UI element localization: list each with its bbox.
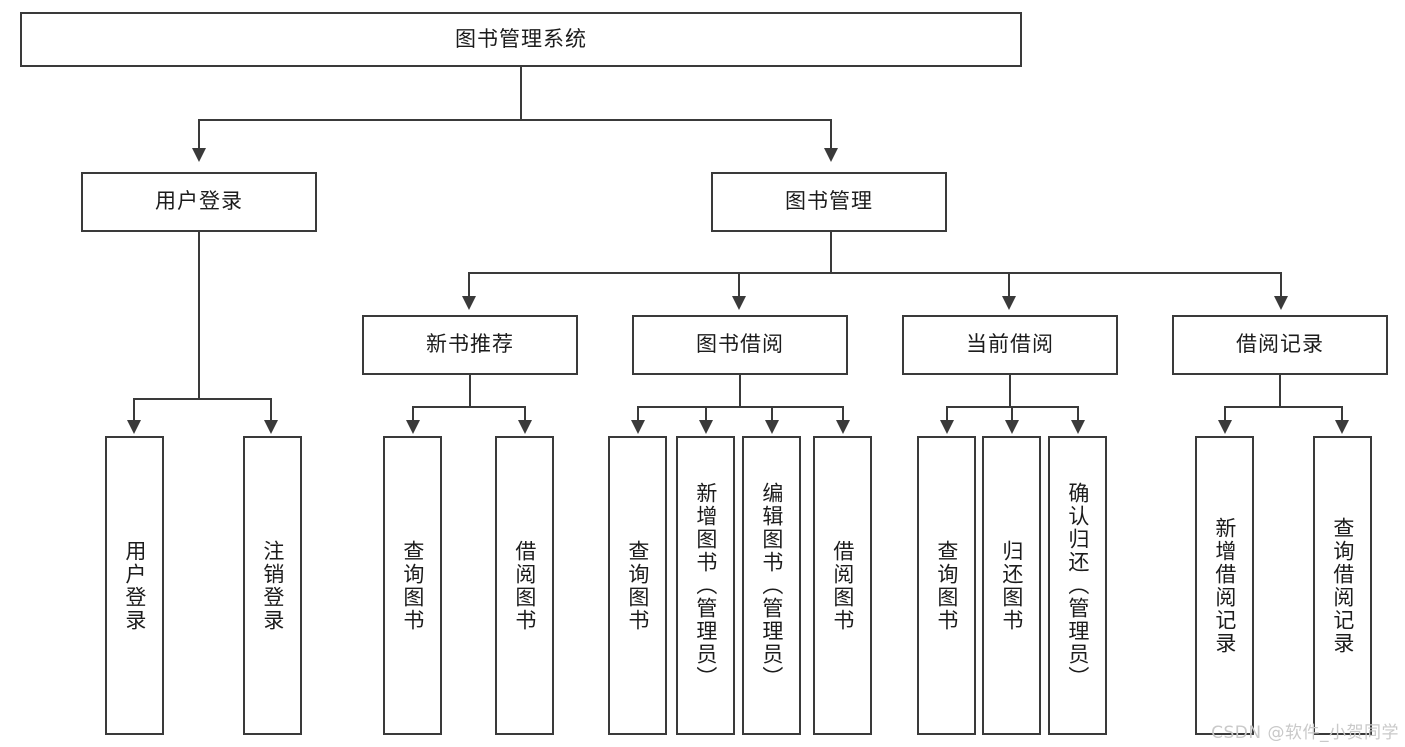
leaf-book-borrow-add[interactable]: 新增图书（管理员） [676, 436, 735, 735]
arrow-current-borrow-to-leaf-3 [1071, 420, 1085, 434]
node-book-management[interactable]: 图书管理 [711, 172, 947, 232]
leaf-book-borrow-borrow-label: 借阅图书 [830, 539, 855, 632]
arrow-new-book-to-leaf-2 [518, 420, 532, 434]
leaf-new-book-borrow-label: 借阅图书 [512, 539, 537, 632]
edge-new-book-to-leaf-2 [524, 406, 526, 420]
edge-new-book-to-leaf-1 [412, 406, 414, 420]
arrow-user-login-to-leaf-2 [264, 420, 278, 434]
arrow-borrow-record-to-leaf-1 [1218, 420, 1232, 434]
edge-book-borrow-to-leaf-4 [842, 406, 844, 420]
leaf-user-login-login[interactable]: 用户登录 [105, 436, 164, 735]
node-borrow-record-label: 借阅记录 [1236, 332, 1324, 357]
node-current-borrow[interactable]: 当前借阅 [902, 315, 1118, 375]
edge-borrow-record-to-leaf-2 [1341, 406, 1343, 420]
leaf-borrow-record-add-label: 新增借阅记录 [1212, 516, 1237, 655]
leaf-user-login-logout[interactable]: 注销登录 [243, 436, 302, 735]
leaf-current-borrow-return-label: 归还图书 [999, 539, 1024, 632]
arrow-root-to-user-login [192, 148, 206, 162]
leaf-new-book-borrow[interactable]: 借阅图书 [495, 436, 554, 735]
edge-book-mgmt-to-l3-2 [738, 272, 740, 297]
leaf-book-borrow-query[interactable]: 查询图书 [608, 436, 667, 735]
arrow-book-mgmt-to-l3-4 [1274, 296, 1288, 310]
edge-book-borrow-bus [637, 406, 843, 408]
arrow-book-borrow-to-leaf-2 [699, 420, 713, 434]
edge-current-borrow-stem [1009, 375, 1011, 406]
leaf-user-login-logout-label: 注销登录 [260, 539, 285, 632]
arrow-user-login-to-leaf-1 [127, 420, 141, 434]
leaf-book-borrow-edit-label: 编辑图书（管理员） [759, 482, 784, 689]
node-root-label: 图书管理系统 [455, 26, 587, 51]
arrow-root-to-book-mgmt [824, 148, 838, 162]
edge-root-stem [520, 67, 522, 119]
edge-borrow-record-stem [1279, 375, 1281, 406]
arrow-book-mgmt-to-l3-3 [1002, 296, 1016, 310]
node-new-book-recommend-label: 新书推荐 [426, 332, 514, 357]
edge-new-book-stem [469, 375, 471, 406]
edge-borrow-record-to-leaf-1 [1224, 406, 1226, 420]
arrow-book-borrow-to-leaf-4 [836, 420, 850, 434]
node-current-borrow-label: 当前借阅 [966, 332, 1054, 357]
edge-root-to-user-login [198, 119, 200, 149]
leaf-book-borrow-borrow[interactable]: 借阅图书 [813, 436, 872, 735]
arrow-current-borrow-to-leaf-2 [1005, 420, 1019, 434]
node-book-borrow-label: 图书借阅 [696, 332, 784, 357]
edge-new-book-bus [412, 406, 526, 408]
leaf-book-borrow-add-label: 新增图书（管理员） [693, 482, 718, 689]
arrow-book-borrow-to-leaf-1 [631, 420, 645, 434]
node-book-management-label: 图书管理 [785, 189, 873, 214]
arrow-current-borrow-to-leaf-1 [940, 420, 954, 434]
arrow-new-book-to-leaf-1 [406, 420, 420, 434]
edge-root-to-book-mgmt [830, 119, 832, 149]
node-root[interactable]: 图书管理系统 [20, 12, 1022, 67]
edge-root-bus [198, 119, 832, 121]
leaf-new-book-query[interactable]: 查询图书 [383, 436, 442, 735]
edge-book-mgmt-to-l3-1 [468, 272, 470, 297]
leaf-current-borrow-return[interactable]: 归还图书 [982, 436, 1041, 735]
edge-current-borrow-to-leaf-3 [1077, 406, 1079, 420]
leaf-book-borrow-query-label: 查询图书 [625, 539, 650, 632]
node-user-login[interactable]: 用户登录 [81, 172, 317, 232]
leaf-borrow-record-add[interactable]: 新增借阅记录 [1195, 436, 1254, 735]
leaf-current-borrow-query-label: 查询图书 [934, 539, 959, 632]
node-book-borrow[interactable]: 图书借阅 [632, 315, 848, 375]
edge-current-borrow-to-leaf-2 [1011, 406, 1013, 420]
edge-book-borrow-stem [739, 375, 741, 406]
arrow-borrow-record-to-leaf-2 [1335, 420, 1349, 434]
leaf-borrow-record-query[interactable]: 查询借阅记录 [1313, 436, 1372, 735]
leaf-book-borrow-edit[interactable]: 编辑图书（管理员） [742, 436, 801, 735]
edge-borrow-record-bus [1224, 406, 1342, 408]
leaf-current-borrow-confirm[interactable]: 确认归还（管理员） [1048, 436, 1107, 735]
edge-user-login-stem [198, 232, 200, 398]
leaf-user-login-login-label: 用户登录 [122, 539, 147, 632]
edge-user-login-bus [133, 398, 270, 400]
edge-book-borrow-to-leaf-1 [637, 406, 639, 420]
edge-book-mgmt-to-l3-4 [1280, 272, 1282, 297]
node-user-login-label: 用户登录 [155, 189, 243, 214]
arrow-book-borrow-to-leaf-3 [765, 420, 779, 434]
edge-book-borrow-to-leaf-2 [705, 406, 707, 420]
edge-book-mgmt-bus [468, 272, 1282, 274]
node-new-book-recommend[interactable]: 新书推荐 [362, 315, 578, 375]
edge-book-mgmt-to-l3-3 [1008, 272, 1010, 297]
leaf-current-borrow-confirm-label: 确认归还（管理员） [1065, 482, 1090, 689]
leaf-current-borrow-query[interactable]: 查询图书 [917, 436, 976, 735]
edge-book-borrow-to-leaf-3 [771, 406, 773, 420]
leaf-new-book-query-label: 查询图书 [400, 539, 425, 632]
edge-user-login-to-leaf-1 [133, 398, 135, 420]
arrow-book-mgmt-to-l3-2 [732, 296, 746, 310]
leaf-borrow-record-query-label: 查询借阅记录 [1330, 516, 1355, 655]
edge-book-mgmt-stem [830, 232, 832, 272]
edge-current-borrow-to-leaf-1 [946, 406, 948, 420]
edge-user-login-to-leaf-2 [270, 398, 272, 420]
node-borrow-record[interactable]: 借阅记录 [1172, 315, 1388, 375]
arrow-book-mgmt-to-l3-1 [462, 296, 476, 310]
